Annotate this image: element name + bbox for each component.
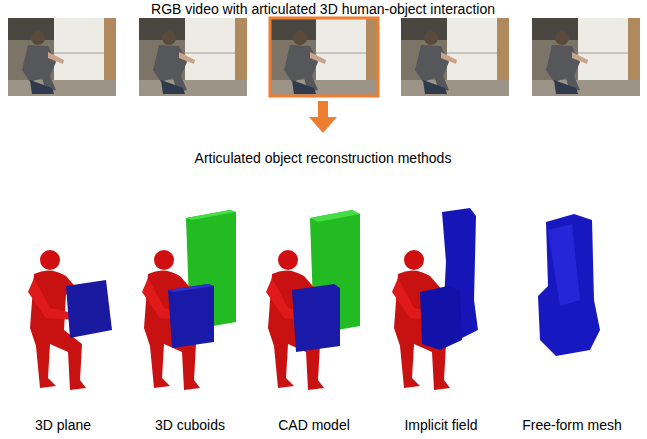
video-frame: [8, 18, 116, 96]
highlight-border: [270, 18, 378, 96]
object-freeform: [538, 214, 600, 356]
method-caption: Free-form mesh: [522, 417, 622, 434]
method-caption: 3D cuboids: [155, 417, 225, 434]
video-frame: [401, 18, 509, 96]
video-frame: [532, 18, 640, 96]
video-frame: [139, 18, 247, 96]
method-caption: 3D plane: [35, 417, 91, 434]
figure-title: RGB video with articulated 3D human-obje…: [151, 1, 495, 18]
object-cuboid: [168, 284, 214, 348]
object-cad: [292, 284, 340, 352]
object-plane: [66, 280, 112, 338]
down-arrow: [309, 101, 337, 133]
method-caption: Implicit field: [404, 417, 477, 434]
video-frame: [270, 18, 378, 96]
object-implicit: [420, 286, 462, 350]
method-caption: CAD model: [278, 417, 350, 434]
section-heading: Articulated object reconstruction method…: [195, 150, 452, 167]
